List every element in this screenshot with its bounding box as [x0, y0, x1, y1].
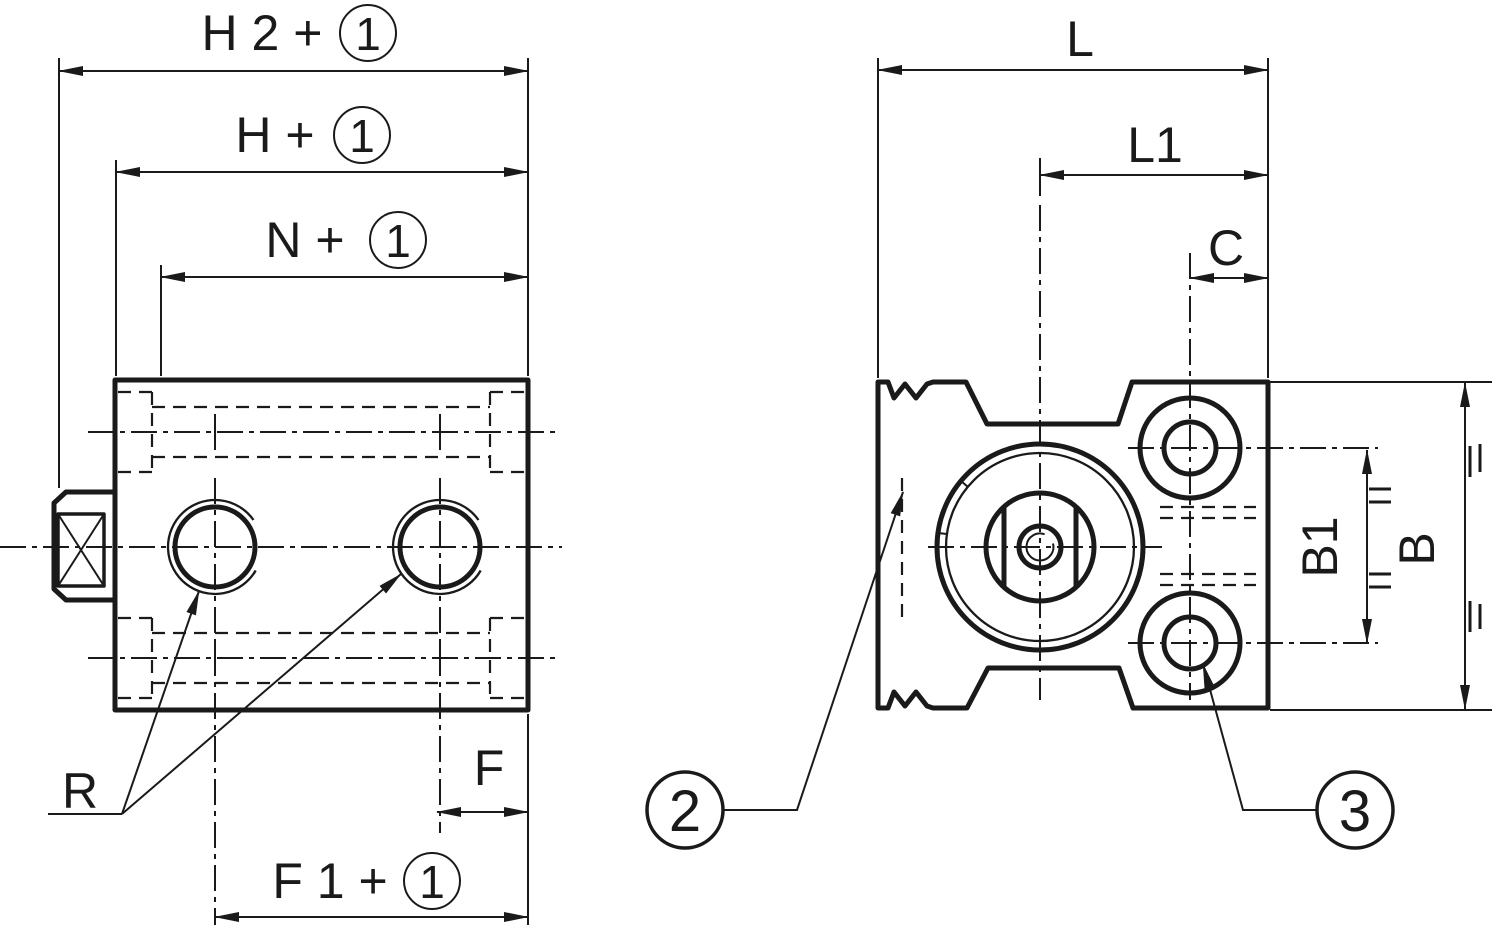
dimension-b: B [1270, 381, 1492, 711]
svg-text:1: 1 [355, 8, 381, 60]
circled-1-icon: 1 [369, 211, 427, 269]
callout-2-number: 2 [669, 779, 701, 844]
dim-c-label: C [1208, 220, 1244, 276]
sensor-cross-box [56, 512, 106, 588]
dimension-f1: F 1 + 1 [214, 714, 529, 925]
callout-3-number: 3 [1339, 779, 1371, 844]
dim-h-label: H + [235, 107, 314, 163]
dimension-n: N + 1 [160, 211, 529, 376]
svg-text:1: 1 [349, 110, 375, 162]
dim-n-label: N + [265, 212, 344, 268]
cylinder-body-front [112, 377, 531, 713]
dimension-f: F [436, 740, 529, 817]
hidden-cross-bores [118, 390, 524, 700]
callout-balloon-2: 2 [645, 491, 904, 850]
dim-b-label: B [1389, 532, 1445, 565]
piston-bore [934, 441, 1146, 653]
dimension-h: H + 1 [115, 106, 529, 376]
circled-1-icon: 1 [333, 106, 391, 164]
callout-balloon-3: 3 [1202, 663, 1395, 850]
mounting-hole-bottom [1137, 590, 1243, 696]
circled-1-icon: 1 [339, 4, 397, 62]
dim-l-label: L [1066, 11, 1094, 67]
dimension-l1: L1 [1039, 117, 1269, 196]
cylinder-body-side-outline [875, 379, 1271, 711]
svg-text:1: 1 [419, 856, 445, 908]
dimension-b1: B1 [1292, 449, 1391, 644]
front-view-centerlines [0, 414, 562, 925]
dim-f-label: F [474, 740, 505, 796]
port-label-r: R [62, 763, 98, 819]
side-view: L L1 C B1 B [875, 11, 1492, 711]
mounting-hole-top [1137, 395, 1243, 501]
dimension-h2: H 2 + 1 [58, 4, 529, 488]
svg-text:1: 1 [385, 215, 411, 267]
dim-b1-label: B1 [1292, 516, 1348, 577]
port-right [391, 498, 483, 596]
dimension-c: C [1189, 220, 1269, 283]
dimension-l: L [877, 11, 1269, 378]
port-left [166, 498, 258, 596]
side-boss [51, 489, 118, 603]
dim-l1-label: L1 [1127, 117, 1183, 173]
dim-h2-label: H 2 + [202, 5, 323, 61]
port-thread-callout-r: R [48, 573, 402, 819]
dim-f1-label: F 1 + [272, 853, 387, 909]
circled-1-icon: 1 [403, 852, 461, 910]
front-view: H 2 + 1 H + 1 N + 1 [0, 4, 562, 925]
